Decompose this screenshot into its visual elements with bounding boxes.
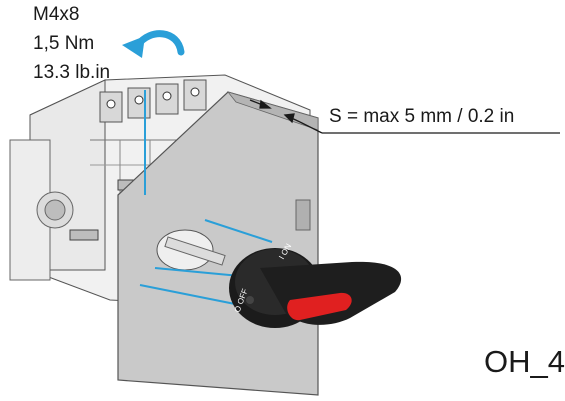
tighten-rotation-arrow-icon	[122, 30, 185, 58]
panel-thickness-label: S = max 5 mm / 0.2 in	[329, 106, 515, 127]
handle-lever-red	[287, 292, 352, 321]
torque-lbin-label: 13.3 lb.in	[33, 62, 111, 83]
rotary-handle	[229, 248, 402, 328]
screw-size-label: M4x8	[33, 4, 80, 25]
terminal-screw-icon	[106, 87, 200, 109]
panel-thickness-dimension	[249, 99, 560, 134]
alignment-guide-lines	[139, 90, 273, 306]
torque-nm-label: 1,5 Nm	[33, 33, 95, 54]
figure-code: OH_4	[484, 344, 565, 379]
